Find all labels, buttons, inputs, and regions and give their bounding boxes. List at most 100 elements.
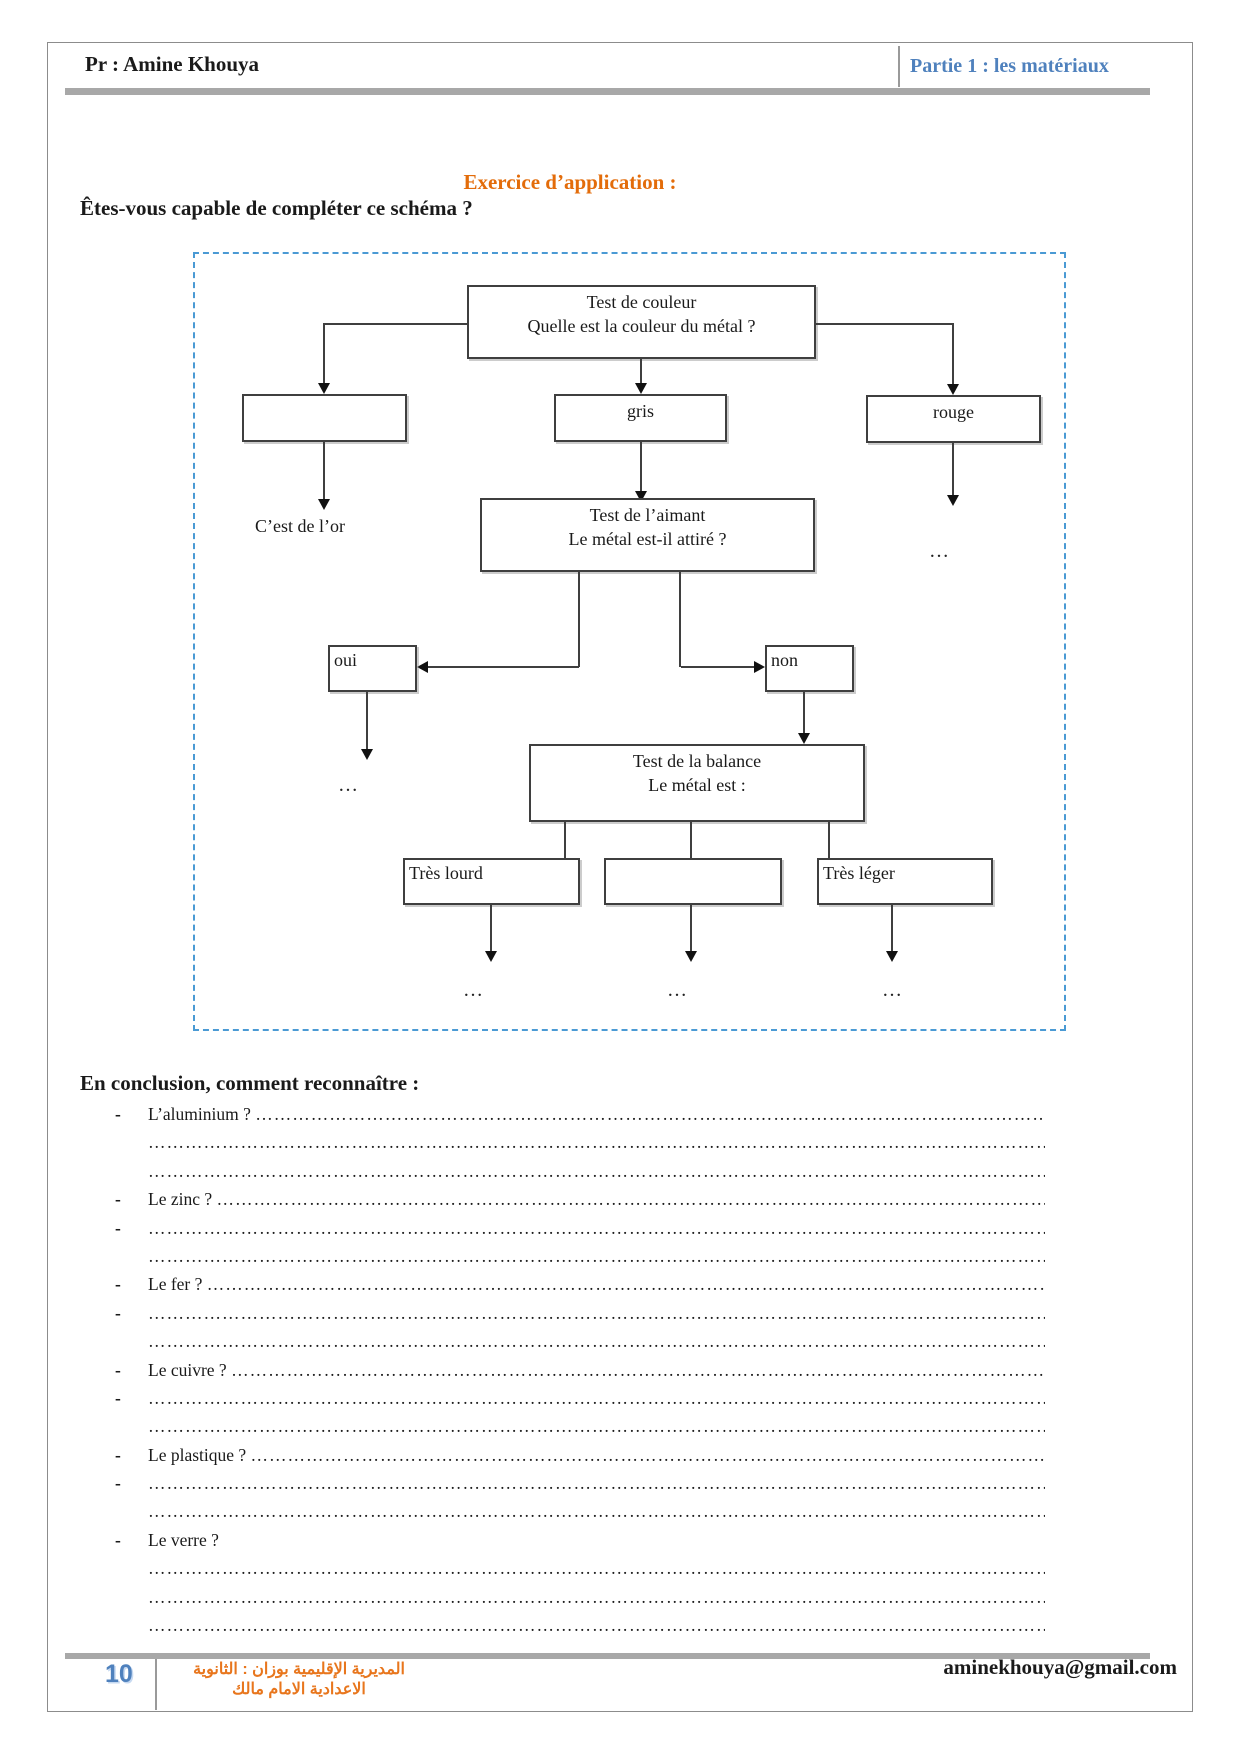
arrow-down-icon bbox=[635, 383, 647, 394]
arrow-down-icon bbox=[318, 383, 330, 394]
conclusion-line: -Le fer ? ………………………………………………………………………………… bbox=[115, 1270, 1045, 1298]
tres-lourd-label: Très lourd bbox=[409, 863, 483, 883]
arrow-down-icon bbox=[485, 951, 497, 962]
arrow-down-icon bbox=[635, 491, 647, 502]
oui-box: oui bbox=[328, 645, 417, 692]
rouge-result-ellipsis: … bbox=[929, 540, 951, 562]
teacher-name: Pr : Amine Khouya bbox=[85, 52, 260, 76]
conclusion-line: …………………………………………………………………………………………………………… bbox=[115, 1412, 1045, 1440]
non-label: non bbox=[771, 650, 798, 670]
connector-line bbox=[803, 692, 805, 734]
list-dash bbox=[115, 1242, 148, 1270]
dotted-answer-line bbox=[223, 1526, 1045, 1554]
dotted-answer-line: …………………………………………………………………………………………………………… bbox=[148, 1558, 1045, 1579]
connector-line bbox=[640, 442, 642, 492]
color-test-line1: Test de couleur bbox=[586, 292, 697, 312]
dotted-answer-line: …………………………………………………………………………………………………………… bbox=[148, 1501, 1045, 1522]
list-dash bbox=[115, 1157, 148, 1185]
conclusion-heading: En conclusion, comment reconnaître : bbox=[80, 1071, 420, 1095]
flowchart-diagram: Test de couleur Quelle est la couleur du… bbox=[193, 252, 1066, 1031]
gris-box: gris bbox=[554, 394, 727, 442]
page-border bbox=[47, 42, 1193, 1712]
part-title: Partie 1 : les matériaux bbox=[910, 55, 1109, 77]
conclusion-line: -………………………………………………………………………………………………………… bbox=[115, 1384, 1045, 1412]
list-dash bbox=[115, 1611, 148, 1639]
balance-test-box: Test de la balance Le métal est : bbox=[529, 744, 865, 822]
connector-line bbox=[690, 905, 692, 952]
list-dash: - bbox=[115, 1473, 121, 1494]
dotted-answer-line: …………………………………………………………………………………………………………… bbox=[148, 1416, 1045, 1437]
balance-test-line2: Le métal est : bbox=[648, 775, 746, 796]
arrow-down-icon bbox=[947, 495, 959, 506]
weight-answer-box bbox=[604, 858, 782, 905]
lourd-result-ellipsis: … bbox=[463, 979, 485, 1001]
arrow-down-icon bbox=[685, 951, 697, 962]
conclusion-line: -Le verre ? bbox=[115, 1526, 1045, 1554]
connector-line bbox=[323, 442, 325, 500]
list-label: Le plastique ? bbox=[148, 1444, 251, 1465]
exercise-title: Exercice d’application : bbox=[463, 170, 677, 194]
connector-line bbox=[578, 572, 580, 667]
list-dash bbox=[115, 1327, 148, 1355]
header-rule bbox=[65, 88, 1150, 95]
conclusion-line: - ………………………………………………………………………………………………………… bbox=[115, 1214, 1045, 1242]
conclusion-list: - L’aluminium ? …………………………………………………………………… bbox=[115, 1100, 1045, 1639]
tres-leger-box: Très léger bbox=[817, 858, 993, 905]
list-label: L’aluminium ? bbox=[148, 1104, 256, 1124]
list-dash: - bbox=[115, 1104, 121, 1124]
conclusion-line: - ………………………………………………………………………………………………………… bbox=[115, 1469, 1045, 1497]
dotted-answer-line: …………………………………………………………………………………………………………… bbox=[148, 1160, 1045, 1181]
dotted-answer-line: …………………………………………………………………………………………………………… bbox=[148, 1245, 1045, 1266]
gold-result-label: C’est de l’or bbox=[255, 516, 345, 536]
list-label: Le cuivre ? bbox=[148, 1359, 232, 1380]
connector-line bbox=[640, 359, 642, 384]
connector-line bbox=[828, 822, 830, 858]
conclusion-line: …………………………………………………………………………………………………………… bbox=[115, 1554, 1045, 1582]
exercise-question: Êtes-vous capable de compléter ce schéma… bbox=[80, 196, 473, 220]
list-label: Le zinc ? bbox=[148, 1189, 217, 1210]
connector-line bbox=[952, 443, 954, 495]
list-dash: - bbox=[115, 1302, 121, 1323]
list-dash: - bbox=[115, 1274, 121, 1295]
list-dash bbox=[115, 1554, 148, 1582]
list-dash: - bbox=[115, 1217, 121, 1238]
tres-leger-label: Très léger bbox=[823, 863, 895, 883]
dotted-answer-line: …………………………………………………………………………………………………………… bbox=[148, 1586, 1045, 1607]
list-dash: - bbox=[115, 1359, 121, 1380]
conclusion-line: …………………………………………………………………………………………………………… bbox=[115, 1157, 1045, 1185]
arrow-down-icon bbox=[798, 733, 810, 744]
conclusion-line: -Le plastique ? ………………………………………………………………… bbox=[115, 1441, 1045, 1469]
oui-label: oui bbox=[334, 650, 358, 670]
magnet-test-box: Test de l’aimant Le métal est-il attiré … bbox=[480, 498, 815, 572]
dotted-answer-line: …………………………………………………………………………………………………………… bbox=[250, 1444, 1045, 1465]
connector-line bbox=[323, 323, 325, 383]
balance-test-line1: Test de la balance bbox=[632, 751, 762, 771]
email-address: aminekhouya@gmail.com bbox=[943, 1655, 1177, 1679]
page-number: 10 bbox=[105, 1660, 133, 1688]
dotted-answer-line: …………………………………………………………………………………………………………… bbox=[255, 1104, 1045, 1124]
dotted-answer-line: …………………………………………………………………………………………………………… bbox=[148, 1473, 1045, 1494]
connector-line bbox=[891, 905, 893, 952]
magnet-test-line2: Le métal est-il attiré ? bbox=[568, 529, 727, 550]
footer-rule bbox=[65, 1653, 1150, 1659]
rouge-box: rouge bbox=[866, 395, 1041, 443]
list-dash bbox=[115, 1583, 148, 1611]
header-divider bbox=[898, 46, 900, 87]
non-box: non bbox=[765, 645, 854, 692]
list-dash bbox=[115, 1412, 148, 1440]
color-answer-box bbox=[242, 394, 407, 442]
connector-line bbox=[366, 692, 368, 750]
conclusion-line: -Le cuivre ? ………………………………………………………………………… bbox=[115, 1356, 1045, 1384]
dotted-answer-line: …………………………………………………………………………………………………………… bbox=[148, 1302, 1045, 1323]
color-test-line2: Quelle est la couleur du métal ? bbox=[527, 316, 756, 337]
rouge-label: rouge bbox=[933, 402, 974, 422]
connector-line bbox=[324, 323, 467, 325]
connector-line bbox=[816, 323, 954, 325]
list-label: Le verre ? bbox=[148, 1529, 224, 1550]
connector-line bbox=[952, 323, 954, 384]
dotted-answer-line: …………………………………………………………………………………………………………… bbox=[148, 1387, 1045, 1408]
dotted-answer-line: …………………………………………………………………………………………………………… bbox=[148, 1217, 1045, 1238]
connector-line bbox=[681, 666, 754, 668]
arrow-left-icon bbox=[417, 661, 428, 673]
